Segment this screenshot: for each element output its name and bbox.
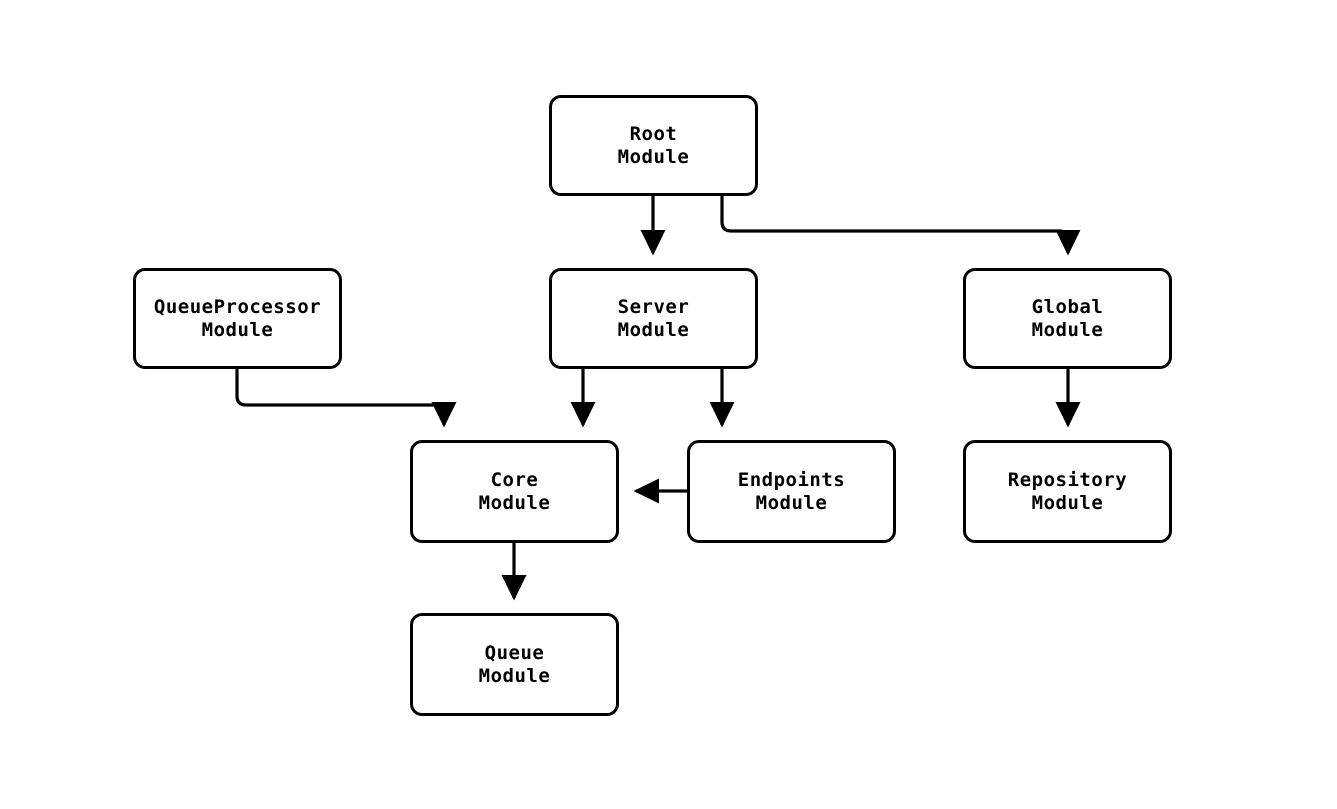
node-global-module-label: Global Module [1031,295,1104,341]
node-core-module-label: Core Module [478,468,551,514]
node-root-module[interactable]: Root Module [549,95,758,196]
node-queue-module[interactable]: Queue Module [410,613,619,716]
node-server-module-label: Server Module [617,295,690,341]
node-endpoints-module[interactable]: Endpoints Module [687,440,896,543]
node-endpoints-module-label: Endpoints Module [737,468,846,514]
node-queueprocessor-module[interactable]: QueueProcessor Module [133,268,342,369]
node-repository-module-label: Repository Module [1007,468,1128,514]
node-queueprocessor-module-label: QueueProcessor Module [153,295,322,341]
node-queue-module-label: Queue Module [478,641,551,687]
node-root-module-label: Root Module [617,122,690,168]
node-repository-module[interactable]: Repository Module [963,440,1172,543]
edge-root-global [720,196,1081,256]
edge-queueprocessor-core [235,369,457,428]
node-server-module[interactable]: Server Module [549,268,758,369]
node-core-module[interactable]: Core Module [410,440,619,543]
node-global-module[interactable]: Global Module [963,268,1172,369]
